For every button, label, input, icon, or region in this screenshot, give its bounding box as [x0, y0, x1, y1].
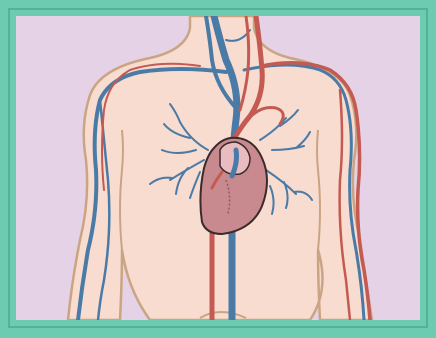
illustration-frame — [0, 0, 436, 338]
circulatory-system-diagram — [0, 0, 436, 338]
